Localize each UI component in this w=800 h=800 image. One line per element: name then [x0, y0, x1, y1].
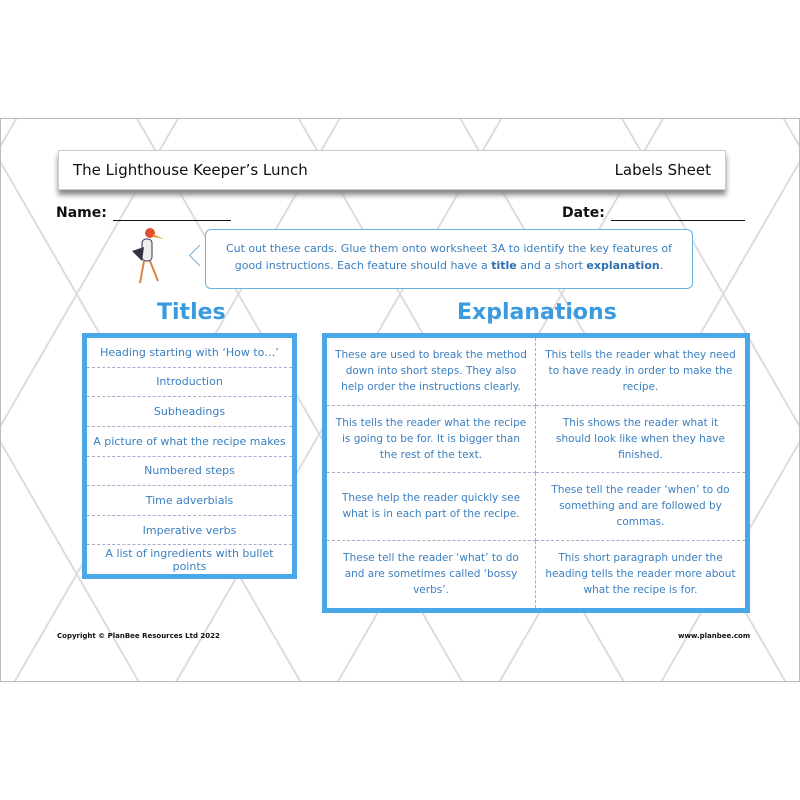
titles-heading: Titles: [157, 300, 226, 325]
website-link[interactable]: www.planbee.com: [678, 632, 751, 640]
explanation-card[interactable]: These are used to break the method down …: [327, 338, 536, 406]
copyright-text: Copyright © PlanBee Resources Ltd 2022: [57, 632, 220, 640]
worksheet-title: The Lighthouse Keeper’s Lunch: [73, 161, 308, 179]
explanation-card[interactable]: This tells the reader what they need to …: [536, 338, 745, 406]
title-card[interactable]: A list of ingredients with bullet points: [105, 546, 274, 573]
title-card[interactable]: Imperative verbs: [87, 516, 292, 546]
explanation-card[interactable]: These help the reader quickly see what i…: [327, 473, 536, 541]
seagull-illustration: [132, 228, 164, 284]
explanation-card[interactable]: This shows the reader what it should loo…: [536, 406, 745, 473]
explanation-cards: These are used to break the method down …: [322, 333, 750, 613]
explanation-card[interactable]: This tells the reader what the recipe is…: [327, 405, 536, 473]
titles-cards: Heading starting with ‘How to…’ Introduc…: [82, 333, 297, 579]
name-field: Name:: [56, 205, 231, 221]
title-card[interactable]: Heading starting with ‘How to…’: [87, 338, 292, 368]
explanation-card[interactable]: These tell the reader ‘when’ to do somet…: [536, 473, 745, 541]
title-card[interactable]: Introduction: [87, 368, 292, 398]
sheet-type: Labels Sheet: [614, 161, 711, 179]
worksheet-header: The Lighthouse Keeper’s Lunch Labels She…: [58, 150, 726, 190]
explanation-card[interactable]: These tell the reader ‘what’ to do and a…: [327, 540, 536, 608]
date-line: [610, 206, 745, 221]
instructions-bubble: Cut out these cards. Glue them onto work…: [205, 229, 693, 289]
name-line: [112, 206, 231, 221]
title-card[interactable]: Numbered steps: [87, 457, 292, 487]
explanations-heading: Explanations: [457, 300, 617, 325]
title-card[interactable]: Time adverbials: [87, 486, 292, 516]
date-field: Date:: [562, 205, 745, 221]
explanation-card[interactable]: This short paragraph under the heading t…: [545, 552, 736, 597]
title-card[interactable]: A picture of what the recipe makes: [87, 427, 292, 457]
title-card[interactable]: Subheadings: [87, 397, 292, 427]
